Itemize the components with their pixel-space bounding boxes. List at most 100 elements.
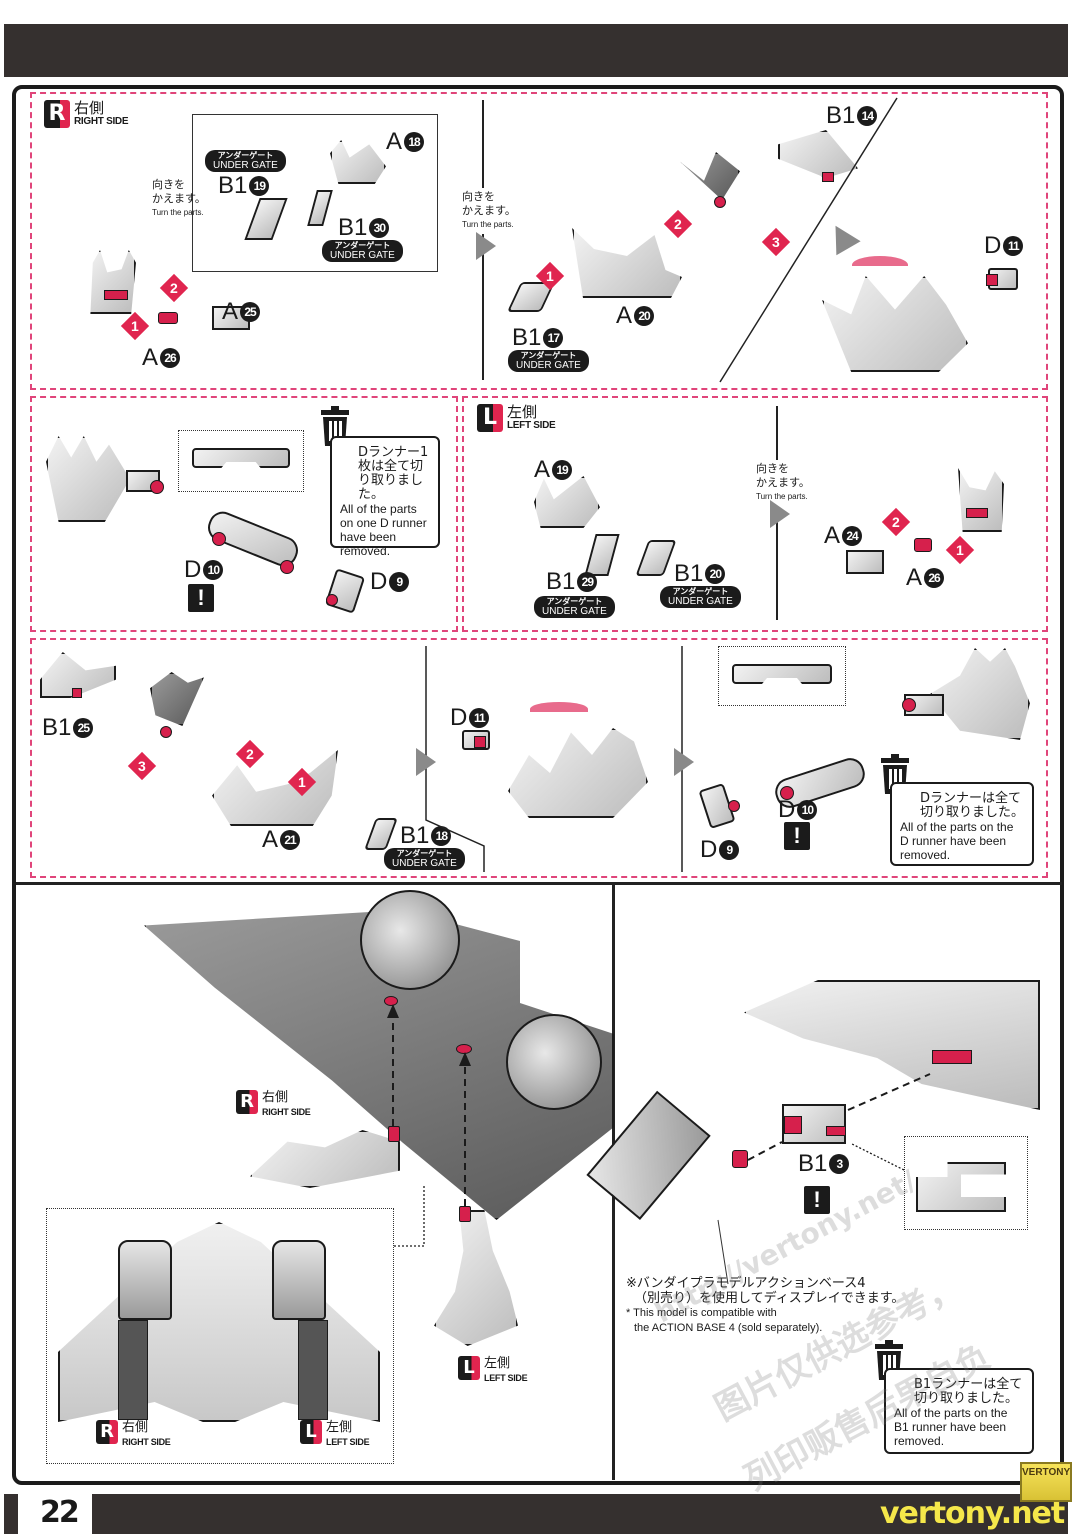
note-en: All of the parts on the D runner have be… — [900, 820, 1014, 862]
next-arrow-icon — [674, 748, 694, 776]
engine-nacelle — [506, 1014, 602, 1110]
right-side-letter: R — [236, 1090, 258, 1114]
step-box-d-runner — [30, 396, 458, 632]
turn-jp-2: かえます。 — [152, 192, 206, 205]
detail-inset — [718, 646, 846, 706]
right-side-jp: 右側 — [122, 1420, 149, 1435]
left-side-letter: L — [477, 404, 503, 432]
part-number: 10 — [203, 560, 224, 580]
runner-code: B1 — [798, 1150, 828, 1177]
gate-en: UNDER GATE — [213, 160, 278, 171]
note-jp: Dランナーは全て切り取りました。 — [920, 791, 1025, 820]
gate-en: UNDER GATE — [516, 360, 581, 371]
note-en-1: * This model is compatible with — [626, 1307, 777, 1319]
caution-icon: ! — [804, 1186, 830, 1214]
red-joint — [459, 1206, 471, 1222]
right-side-badge: R 右側 RIGHT SIDE — [236, 1090, 311, 1118]
turn-jp-1: 向きを — [152, 178, 185, 191]
part-a-26 — [914, 538, 932, 552]
runner-code: A — [262, 826, 279, 853]
runner-code: B1 — [512, 324, 542, 351]
note-jp-1: ※バンダイプラモデルアクションベース4 — [626, 1276, 866, 1291]
red-joint — [474, 736, 486, 748]
turn-en: Turn the parts. — [152, 208, 204, 217]
gate-jp: アンダーゲート — [334, 241, 391, 250]
left-side-en: LEFT SIDE — [484, 1373, 528, 1383]
caution-icon: ! — [188, 584, 214, 612]
section-divider — [16, 882, 1062, 885]
engine-nacelle — [272, 1240, 326, 1320]
gate-jp: アンダーゲート — [672, 587, 729, 596]
part-number: 21 — [280, 830, 301, 850]
turn-note: 向きを かえます。 Turn the parts. — [756, 460, 810, 506]
part-number: 24 — [842, 526, 863, 546]
red-joint — [822, 172, 834, 182]
turn-note: 向きを かえます。 Turn the parts. — [462, 188, 516, 234]
step-box-left-side-bottom — [30, 638, 1048, 878]
runner-removed-note: B1ランナーは全て切り取りました。 All of the parts on th… — [884, 1368, 1034, 1454]
red-joint — [902, 698, 916, 712]
part-number: 19 — [552, 460, 573, 480]
part-number: 26 — [924, 568, 945, 588]
next-arrow-icon — [476, 232, 496, 260]
right-side-jp: 右側 — [262, 1090, 289, 1105]
red-joint — [326, 594, 338, 606]
part-number: 26 — [160, 348, 181, 368]
rotate-arrow-icon — [852, 256, 908, 274]
part-number: 30 — [369, 218, 390, 238]
part-number: 20 — [634, 306, 655, 326]
engine-nacelle — [360, 890, 460, 990]
runner-code: A — [142, 344, 159, 371]
step-box-right-side-top — [30, 92, 1048, 390]
gate-jp: アンダーゲート — [546, 597, 603, 606]
part-number: 17 — [543, 328, 564, 348]
right-side-letter: R — [44, 100, 70, 128]
red-joint — [784, 1116, 802, 1134]
runner-code: A — [222, 298, 239, 325]
part-number: 18 — [404, 132, 425, 152]
red-joint — [732, 1150, 748, 1168]
under-gate-badge: アンダーゲート UNDER GATE — [384, 848, 465, 870]
runner-removed-note: Dランナーは全て切り取りました。 All of the parts on the… — [890, 782, 1034, 866]
under-gate-badge: アンダーゲート UNDER GATE — [322, 240, 403, 262]
gate-jp: アンダーゲート — [217, 151, 274, 160]
part-a-24 — [846, 550, 884, 574]
gate-en: UNDER GATE — [330, 250, 395, 261]
gate-en: UNDER GATE — [542, 606, 607, 617]
runner-code: B1 — [218, 172, 248, 199]
red-joint — [966, 508, 988, 518]
note-jp-2: （別売り）を使用してディスプレイできます。 — [634, 1291, 905, 1306]
instruction-frame — [12, 85, 1064, 1485]
left-side-jp: 左側 — [507, 403, 538, 421]
red-joint — [212, 532, 226, 546]
runner-code: B1 — [42, 714, 72, 741]
runner-code: A — [534, 456, 551, 483]
watermark-logo: VERTONY — [1020, 1462, 1072, 1502]
part-number: 10 — [797, 800, 818, 820]
action-base-note: ※バンダイプラモデルアクションベース4 （別売り）を使用してディスプレイできます… — [626, 1276, 926, 1336]
part-number: 9 — [389, 572, 410, 592]
landing-gear-right — [118, 1320, 148, 1420]
red-joint — [280, 560, 294, 574]
gate-jp: アンダーゲート — [520, 351, 577, 360]
red-joint — [384, 996, 398, 1006]
runner-code: D — [778, 796, 796, 823]
gate-en: UNDER GATE — [392, 858, 457, 869]
note-jp: B1ランナーは全て切り取りました。 — [914, 1377, 1023, 1406]
part-number: 3 — [829, 1154, 850, 1174]
header-band — [4, 24, 1068, 77]
next-arrow-icon — [416, 748, 436, 776]
part-number: 11 — [1003, 236, 1024, 256]
left-side-badge: L 左側 LEFT SIDE — [477, 403, 556, 432]
runner-removed-note: Dランナー1枚は全て切り取りました。 All of the parts on o… — [330, 436, 440, 558]
